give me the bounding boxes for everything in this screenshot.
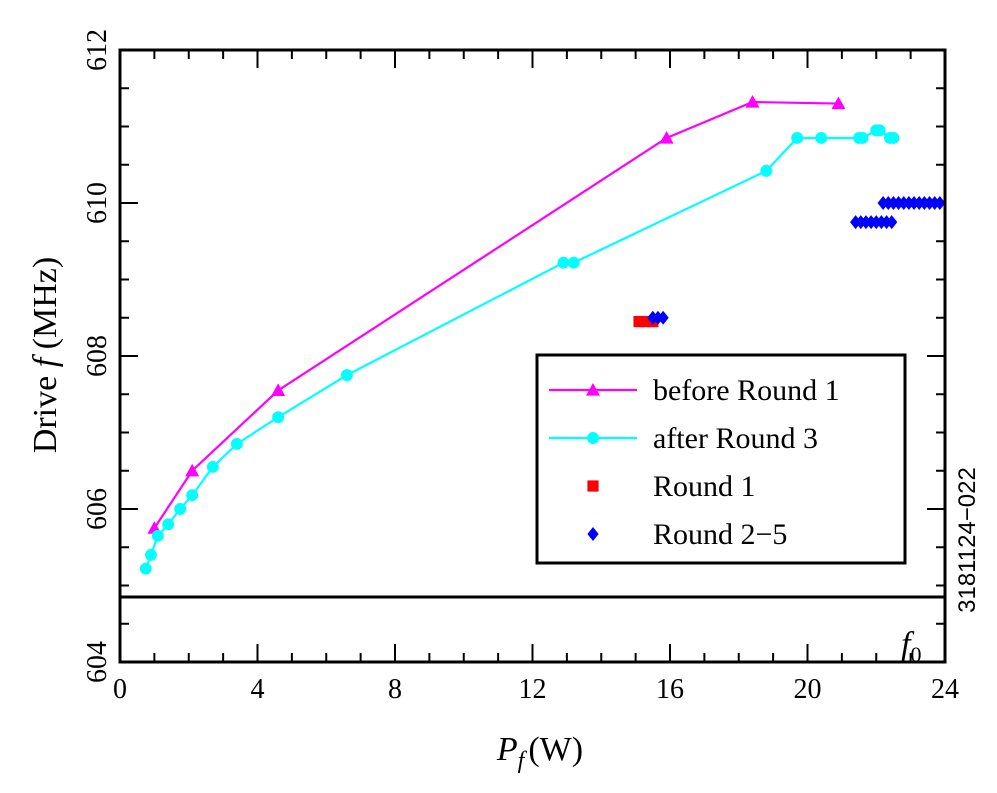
y-axis-title: Drive f (MHz) — [27, 257, 64, 453]
data-point — [745, 95, 760, 108]
x-tick-label: 24 — [931, 674, 959, 705]
legend-entry: Round 1 — [587, 470, 756, 503]
legend-marker — [586, 383, 600, 396]
data-point — [271, 383, 286, 397]
series-3 — [647, 196, 946, 325]
y-tick-label: 612 — [82, 29, 113, 71]
data-point — [557, 256, 570, 269]
data-point — [206, 460, 219, 473]
data-point — [659, 130, 674, 144]
legend: before Round 1 after Round 3 Round 1 Round … — [535, 353, 907, 565]
x-axis-title-var: P — [496, 731, 518, 768]
legend-label: before Round 1 — [653, 374, 840, 407]
data-point — [760, 164, 773, 177]
data-point — [174, 503, 187, 515]
data-point — [831, 96, 846, 110]
data-point — [139, 562, 152, 575]
data-point — [633, 315, 645, 328]
series-0 — [147, 95, 846, 534]
series-1 — [139, 124, 900, 575]
data-point — [886, 215, 898, 230]
x-tick-label: 4 — [251, 674, 265, 705]
y-tick-label: 610 — [82, 182, 113, 224]
x-tick-label: 0 — [113, 674, 127, 705]
x-axis-title-unit: (W) — [528, 731, 583, 768]
data-point — [185, 463, 200, 477]
y-tick-label: 606 — [82, 488, 113, 530]
legend-entry: after Round 3 — [549, 422, 818, 455]
y-axis-title-prefix: Drive — [27, 367, 64, 453]
data-point — [567, 256, 580, 269]
legend-marker — [587, 480, 599, 492]
x-tick-label: 20 — [794, 674, 822, 705]
data-point — [151, 529, 164, 542]
data-point — [887, 132, 900, 144]
legend-label: Round 1 — [653, 470, 756, 503]
data-point — [934, 196, 946, 210]
data-point — [657, 310, 669, 325]
legend-marker — [587, 432, 599, 444]
y-tick-label: 604 — [82, 641, 113, 683]
legend-box — [535, 353, 907, 565]
series-layer — [139, 95, 946, 575]
tick-labels: 0 4 8 12 16 20 24 604 606 608 610 612 — [82, 29, 959, 705]
side-note: 3181124−022 — [954, 467, 981, 613]
legend-entry: before Round 1 — [549, 374, 840, 407]
data-point — [340, 369, 353, 382]
data-point — [640, 315, 652, 328]
reference-label-sub: 0 — [910, 642, 921, 667]
x-tick-label: 12 — [519, 674, 547, 705]
y-tick-label: 608 — [82, 335, 113, 377]
data-point — [162, 518, 175, 531]
data-point — [186, 489, 199, 502]
data-point — [873, 124, 886, 137]
legend-marker — [587, 527, 599, 541]
legend-label: Round 2−5 — [653, 518, 787, 551]
data-point — [230, 438, 243, 450]
plot-frame — [118, 48, 947, 664]
data-point — [272, 411, 285, 424]
x-tick-label: 8 — [388, 674, 402, 705]
data-point — [815, 132, 828, 144]
series-line — [153, 100, 839, 529]
x-tick-label: 16 — [656, 674, 684, 705]
data-point — [856, 132, 869, 144]
x-axis-title: Pf(W) — [496, 731, 583, 774]
y-axis-title-unit: (MHz) — [27, 257, 64, 358]
legend-label: after Round 3 — [653, 422, 818, 455]
legend-entry: Round 2−5 — [587, 518, 787, 551]
data-point — [791, 132, 804, 144]
x-axis-title-sub: f — [518, 748, 528, 774]
data-point — [144, 548, 157, 561]
